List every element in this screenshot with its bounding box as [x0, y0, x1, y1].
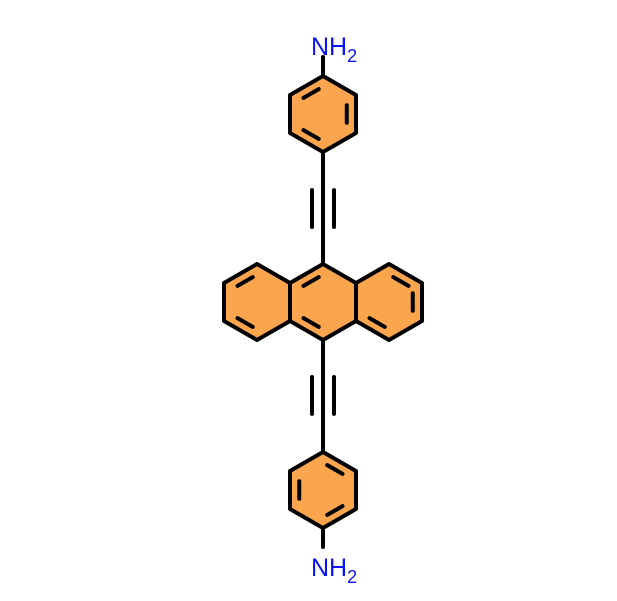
top-amine-label: NH2 — [311, 33, 357, 66]
double-bond-inner-line — [301, 87, 321, 100]
anthracene-left-ring — [222, 262, 292, 342]
aromatic-rings — [222, 74, 424, 530]
bonds — [235, 55, 415, 549]
anthracene-center-ring — [288, 262, 358, 342]
double-bond-inner-line — [301, 316, 321, 329]
double-bond-inner-line — [367, 316, 387, 329]
double-bond-inner-line — [325, 504, 345, 517]
double-bond-inner-line — [301, 128, 321, 141]
double-bond-inner-line — [301, 275, 321, 288]
double-bond-inner-line — [235, 275, 255, 288]
bottom-amine-label: NH2 — [311, 554, 357, 587]
double-bond-inner-line — [235, 316, 255, 329]
double-bond-inner-line — [325, 463, 345, 476]
double-bond-inner-line — [391, 275, 411, 288]
